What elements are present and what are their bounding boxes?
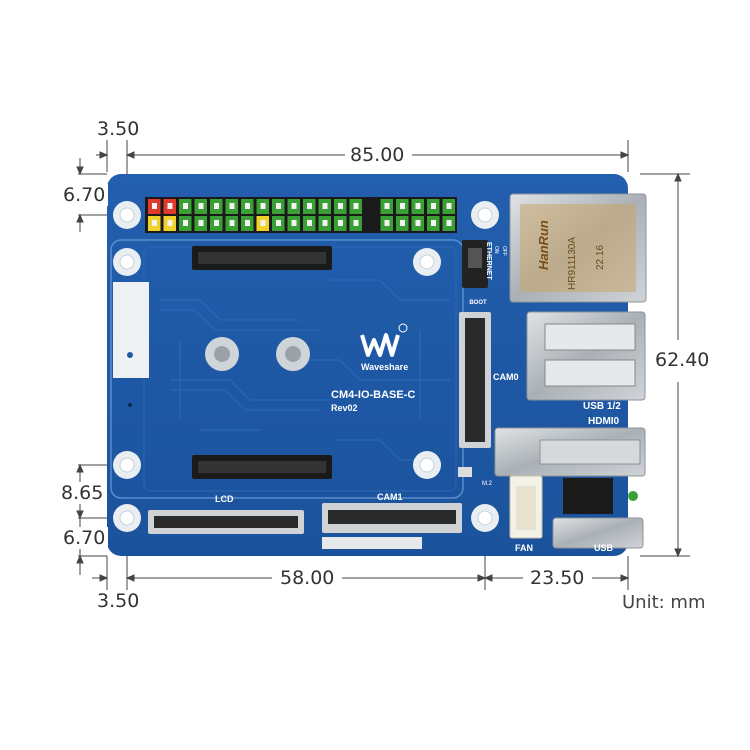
unit-label: Unit: mm — [622, 592, 706, 613]
usb-stacked-port — [526, 311, 646, 401]
dim-bottom-right-offset: 23.50 — [527, 567, 588, 589]
switch-on-label: ON — [493, 246, 499, 254]
dim-bottom-hole-offset: 6.70 — [60, 527, 109, 549]
gpio-pin-tip — [152, 203, 157, 209]
gpio-pin-tip — [198, 220, 204, 226]
boot-switch: BOOT — [462, 240, 488, 306]
gpio-pin-tip — [338, 203, 343, 209]
dim-hole-spacing-vertical: 8.65 — [58, 482, 107, 504]
gpio-pin-tip — [322, 220, 328, 226]
gpio-pin-tip — [198, 203, 204, 209]
gpio-pin-tip — [167, 203, 173, 209]
cm4-hole-3 — [113, 451, 141, 479]
cm4-connector-bottom — [192, 455, 332, 479]
gpio-pin-tip — [214, 203, 219, 209]
mount-hole-bottom-left — [113, 504, 141, 532]
gpio-pin-tip — [276, 220, 281, 226]
gpio-pin-tip — [446, 220, 452, 226]
mount-hole-bottom-right — [471, 504, 499, 532]
gpio-pin-tip — [431, 203, 436, 209]
usb-label: USB — [594, 543, 614, 553]
cam0-label: CAM0 — [493, 372, 519, 382]
mount-hole-top-right — [471, 201, 499, 229]
switch-off-label: OFF — [501, 246, 507, 256]
dim-top-left-offset: 3.50 — [94, 118, 143, 140]
gpio-pin-tip — [307, 220, 312, 226]
fan-connector — [509, 475, 543, 539]
cm4-hole-4 — [413, 451, 441, 479]
dim-bottom-hole-spacing: 58.00 — [277, 567, 338, 589]
standoff-1 — [205, 337, 239, 371]
gpio-pin-tip — [384, 220, 390, 226]
hdmi-port — [494, 427, 646, 477]
dim-top-hole-offset: 6.70 — [60, 184, 109, 206]
gpio-pin-tip — [400, 220, 405, 226]
hdmi0-label: HDMI0 — [588, 416, 620, 427]
gpio-pin-tip — [291, 203, 297, 209]
cam0-connector — [459, 312, 491, 448]
gpio-pin-tip — [446, 203, 452, 209]
gpio-pin-tip — [415, 203, 421, 209]
lcd-label: LCD — [215, 494, 234, 504]
rj45-date-label: 22.16 — [595, 245, 606, 270]
gpio-pin-tip — [307, 203, 312, 209]
gpio-pin-tip — [245, 203, 250, 209]
gpio-pin-tip — [384, 203, 390, 209]
gpio-header — [145, 197, 457, 233]
gpio-pin-tip — [214, 220, 219, 226]
ethernet-label: ETHERNET — [485, 242, 492, 280]
dim-width-total: 85.00 — [347, 144, 408, 166]
standoff-2 — [276, 337, 310, 371]
dim-height-total: 62.40 — [652, 349, 713, 371]
gpio-pin-tip — [260, 220, 266, 226]
waveshare-logo: Waveshare — [360, 323, 408, 372]
gpio-pin-tip — [415, 220, 421, 226]
usb-c-port — [552, 478, 644, 549]
gpio-pin-tip — [353, 220, 359, 226]
label-pad — [113, 282, 149, 378]
gpio-pin-tip — [183, 220, 188, 226]
rj45-brand-label: HanRun — [536, 220, 551, 270]
rj45-jack: HanRun HR911130A 22.16 — [509, 193, 647, 303]
gpio-pin-tip — [338, 220, 343, 226]
cam1-label: CAM1 — [377, 492, 403, 502]
gpio-pin-tip — [245, 220, 250, 226]
gpio-pin-tip — [276, 203, 281, 209]
cm4-connector-top — [192, 246, 332, 270]
gpio-pin-tip — [431, 220, 436, 226]
boot-label: BOOT — [469, 300, 487, 306]
mount-hole-top-left — [113, 201, 141, 229]
gpio-pin-tip — [229, 220, 235, 226]
rj45-part-label: HR911130A — [567, 237, 578, 290]
gpio-pin-tip — [353, 203, 359, 209]
gpio-pin-tip — [291, 220, 297, 226]
usb12-label: USB 1/2 — [583, 401, 621, 412]
gpio-pin-tip — [152, 220, 157, 226]
mounting-holes — [113, 201, 499, 532]
gpio-pin-tip — [183, 203, 188, 209]
fan-label: FAN — [515, 543, 533, 553]
gpio-pin-tip — [167, 220, 173, 226]
model-label: CM4-IO-BASE-C — [331, 389, 415, 401]
brand-label: Waveshare — [361, 362, 408, 372]
gpio-pin-tip — [400, 203, 405, 209]
gpio-pin-tip — [260, 203, 266, 209]
cam1-connector — [322, 503, 462, 549]
m2-label: M.2 — [482, 481, 493, 487]
revision-label: Rev02 — [331, 403, 358, 413]
cm4-hole-1 — [113, 248, 141, 276]
dim-bottom-left-offset: 3.50 — [94, 590, 143, 612]
gpio-pin-tip — [229, 203, 235, 209]
gpio-header-base — [145, 197, 457, 233]
cm4-hole-2 — [413, 248, 441, 276]
lcd-connector — [148, 510, 304, 534]
gpio-pin-tip — [322, 203, 328, 209]
